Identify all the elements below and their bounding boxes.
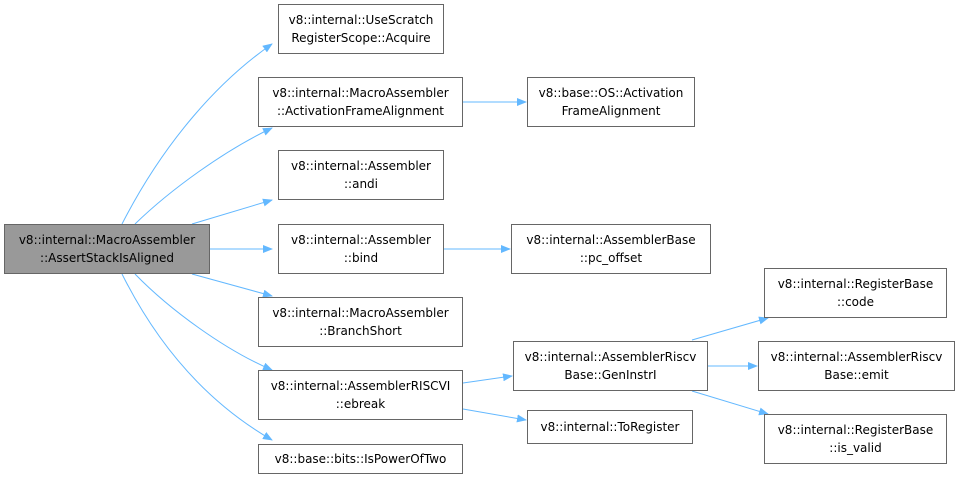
node-label-line-1: v8::internal::UseScratch xyxy=(288,13,434,27)
node-label-line-2: RegisterScope::Acquire xyxy=(291,31,431,45)
edge-ebreak-toregister xyxy=(462,408,527,423)
node-label-line-1: v8::internal::MacroAssembler xyxy=(18,233,196,247)
node-label-line-2: ::ActivationFrameAlignment xyxy=(276,104,445,118)
node-assembler-bind[interactable]: v8::internal::Assembler ::bind xyxy=(278,224,444,274)
edge-geninstri-isvalid xyxy=(691,390,769,416)
node-label-line-1: v8::internal::AssemblerRiscv xyxy=(770,350,943,364)
node-assembler-base-pc-offset[interactable]: v8::internal::AssemblerBase ::pc_offset xyxy=(511,224,711,274)
node-assembler-riscv-base-emit[interactable]: v8::internal::AssemblerRiscv Base::emit xyxy=(758,341,955,391)
node-use-scratch-register-scope-acquire[interactable]: v8::internal::UseScratch RegisterScope::… xyxy=(278,4,444,54)
node-label-line-2: ::AssertStackIsAligned xyxy=(40,251,174,265)
node-label-line-2: ::is_valid xyxy=(829,441,882,455)
edge-root-activation xyxy=(134,127,273,225)
node-label-line-2: Base::emit xyxy=(824,368,889,382)
node-label-line-2: ::andi xyxy=(344,177,378,191)
edge-root-ebreak xyxy=(134,273,273,371)
node-activation-frame-alignment[interactable]: v8::internal::MacroAssembler ::Activatio… xyxy=(258,77,463,127)
node-label-line-2: ::ebreak xyxy=(335,397,386,411)
node-label-line-2: ::BranchShort xyxy=(319,324,402,338)
node-label-line-1: v8::internal::Assembler xyxy=(290,233,431,247)
node-label-line-1: v8::internal::Assembler xyxy=(290,159,431,173)
node-register-base-is-valid[interactable]: v8::internal::RegisterBase ::is_valid xyxy=(764,414,947,464)
node-label-line-1: v8::base::OS::Activation xyxy=(538,86,684,100)
edge-ebreak-geninstri xyxy=(462,373,513,384)
edge-geninstri-code xyxy=(691,316,769,341)
node-macro-assembler-branch-short[interactable]: v8::internal::MacroAssembler ::BranchSho… xyxy=(258,297,463,347)
node-label-line-2: ::pc_offset xyxy=(579,251,643,265)
node-label-line-1: v8::base::bits::IsPowerOfTwo xyxy=(274,452,447,466)
node-label-line-1: v8::internal::AssemblerRISCVI xyxy=(270,379,451,393)
node-assembler-andi[interactable]: v8::internal::Assembler ::andi xyxy=(278,150,444,200)
node-register-base-code[interactable]: v8::internal::RegisterBase ::code xyxy=(764,268,947,318)
edge-root-branchshort xyxy=(191,273,273,298)
node-label-line-2: ::bind xyxy=(343,251,379,265)
node-to-register[interactable]: v8::internal::ToRegister xyxy=(527,410,693,444)
node-bits-is-power-of-two[interactable]: v8::base::bits::IsPowerOfTwo xyxy=(258,444,463,474)
node-assembler-riscvi-ebreak[interactable]: v8::internal::AssemblerRISCVI ::ebreak xyxy=(258,370,463,420)
edge-root-use-scratch xyxy=(121,43,273,225)
node-label-line-1: v8::internal::AssemblerRiscv xyxy=(524,350,697,364)
edge-root-ispoweroftwo xyxy=(121,273,273,441)
edge-root-andi xyxy=(191,198,273,225)
node-label-line-1: v8::internal::MacroAssembler xyxy=(272,86,449,100)
node-label-line-1: v8::internal::AssemblerBase xyxy=(526,233,696,247)
node-label-line-1: v8::internal::RegisterBase xyxy=(777,277,934,291)
node-label-line-2: Base::GenInstrI xyxy=(564,368,657,382)
node-os-activation-frame-alignment[interactable]: v8::base::OS::Activation FrameAlignment xyxy=(527,77,695,127)
node-label-line-1: v8::internal::RegisterBase xyxy=(777,423,934,437)
node-label-line-1: v8::internal::MacroAssembler xyxy=(272,306,449,320)
node-label-line-2: ::code xyxy=(836,295,875,309)
node-label-line-2: FrameAlignment xyxy=(561,104,661,118)
node-root-assert-stack-is-aligned[interactable]: v8::internal::MacroAssembler ::AssertSta… xyxy=(4,224,210,274)
node-label-line-1: v8::internal::ToRegister xyxy=(540,420,680,434)
node-assembler-riscv-base-gen-instr-i[interactable]: v8::internal::AssemblerRiscv Base::GenIn… xyxy=(513,341,708,391)
